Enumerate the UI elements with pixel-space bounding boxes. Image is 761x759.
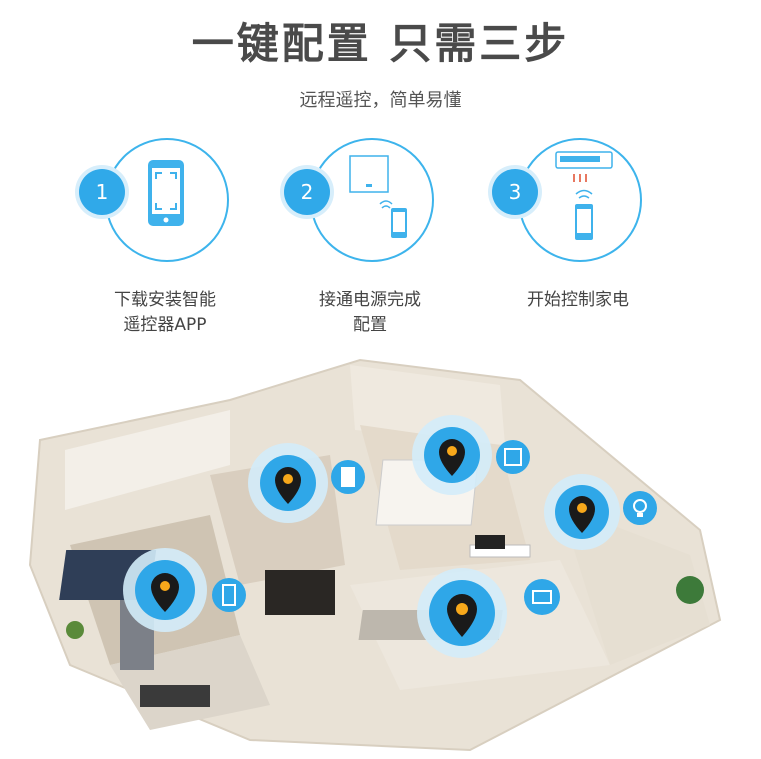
marker-study [248, 443, 328, 523]
step-1-label: 下载安装智能 遥控器APP [65, 288, 265, 338]
plant [66, 621, 84, 639]
tv [475, 535, 505, 549]
air-conditioner-icon [331, 460, 365, 494]
page-title: 一键配置 只需三步 [191, 19, 570, 68]
step-1-label-line-1: 下载安装智能 [114, 290, 216, 310]
tv-icon [524, 579, 560, 615]
hub-phone-icon [349, 155, 407, 238]
cabinet [265, 570, 335, 615]
curtain-icon [496, 440, 530, 474]
step-2-label-line-2: 配置 [353, 315, 387, 335]
fridge-icon [212, 578, 246, 612]
marker-living-room [417, 568, 507, 658]
step-1-label-line-2: 遥控器APP [123, 315, 207, 335]
smart-home-floorplan [28, 358, 722, 752]
plant [676, 576, 704, 604]
step-3-label-line-1: 开始控制家电 [527, 290, 629, 310]
stove [140, 685, 210, 707]
air-conditioner-phone-icon [555, 151, 613, 240]
step-3-badge: 3 [492, 169, 538, 215]
step-2-label: 接通电源完成 配置 [270, 288, 470, 338]
light-bulb-icon [623, 491, 657, 525]
step-2-label-line-1: 接通电源完成 [319, 290, 421, 310]
page-subtitle: 远程遥控，简单易懂 [299, 90, 462, 111]
step-2-badge: 2 [284, 169, 330, 215]
marker-bedroom [123, 548, 207, 632]
smartphone-scan-icon [148, 160, 184, 226]
back-wall-left [65, 410, 230, 510]
marker-master-bedroom [412, 415, 492, 495]
step-1-badge: 1 [79, 169, 125, 215]
step-3-label: 开始控制家电 [478, 288, 678, 313]
marker-balcony [544, 474, 620, 550]
